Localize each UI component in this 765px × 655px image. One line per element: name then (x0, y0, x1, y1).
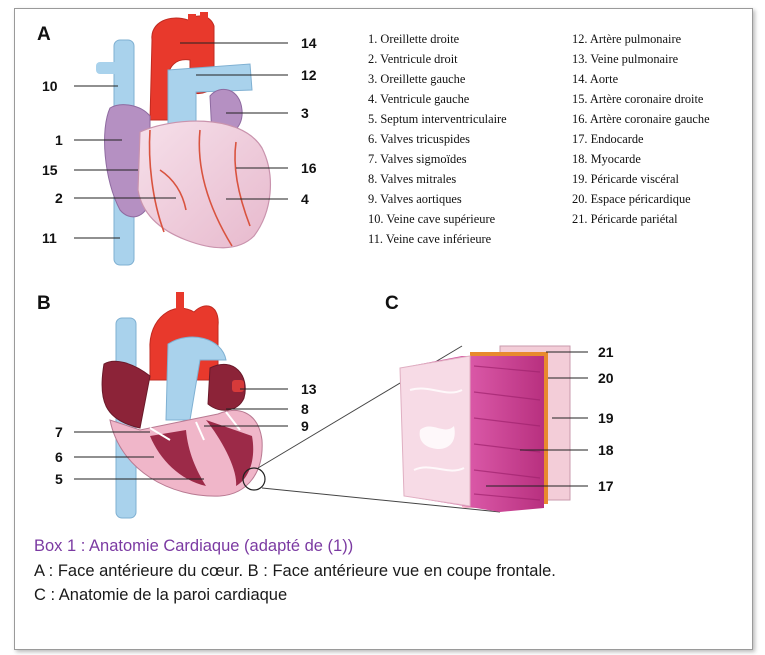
label-19: 19 (598, 410, 614, 426)
label-2: 2 (55, 190, 63, 206)
label-6: 6 (55, 449, 63, 465)
caption-line-1: A : Face antérieure du cœur. B : Face an… (34, 562, 556, 581)
heart-exterior (96, 12, 270, 265)
label-21: 21 (598, 344, 614, 360)
label-3: 3 (301, 105, 309, 121)
label-12: 12 (301, 67, 317, 83)
label-16: 16 (301, 160, 317, 176)
heart-section (102, 292, 265, 518)
label-14: 14 (301, 35, 317, 51)
label-15: 15 (42, 162, 58, 178)
label-11: 11 (42, 230, 57, 246)
aorta-branch (188, 14, 196, 28)
label-20: 20 (598, 370, 614, 386)
label-18: 18 (598, 442, 614, 458)
label-10: 10 (42, 78, 58, 94)
label-9: 9 (301, 418, 309, 434)
label-8: 8 (301, 401, 309, 417)
aorta-branch (200, 12, 208, 28)
aorta-branch (176, 292, 184, 312)
label-4: 4 (301, 191, 309, 207)
right-atrium-section (102, 361, 150, 428)
label-13: 13 (301, 381, 317, 397)
label-5: 5 (55, 471, 63, 487)
caption-line-2: C : Anatomie de la paroi cardiaque (34, 586, 287, 605)
vena-cava-branch (96, 62, 118, 74)
label-1: 1 (55, 132, 63, 148)
label-17: 17 (598, 478, 614, 494)
cardiac-wall-block (400, 346, 570, 512)
caption-title: Box 1 : Anatomie Cardiaque (adapté de (1… (34, 537, 353, 556)
label-7: 7 (55, 424, 63, 440)
pulmonary-vein-stub (232, 380, 244, 392)
